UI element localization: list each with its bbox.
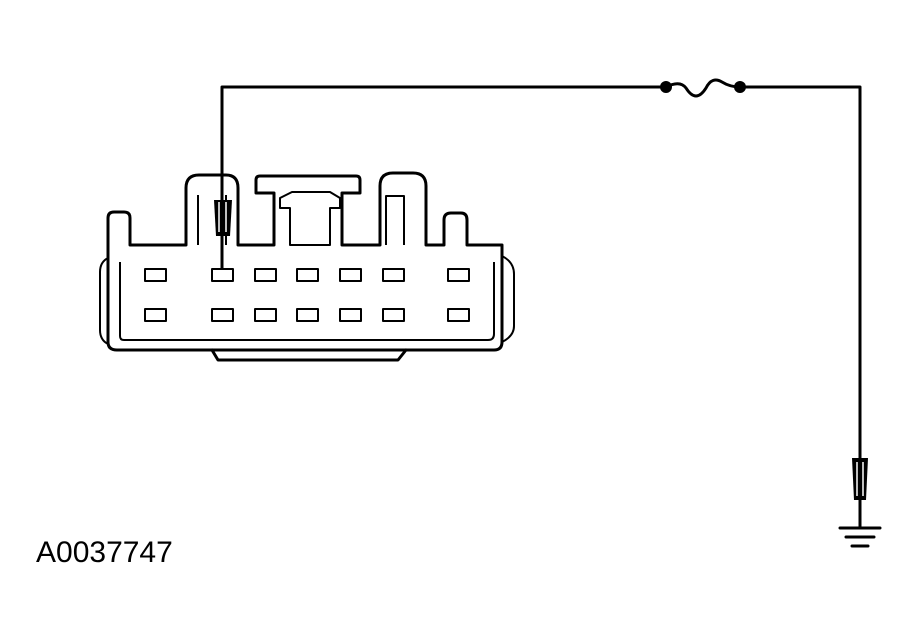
lower-probe-icon: [852, 458, 868, 530]
connector-lock: [279, 191, 341, 246]
connector-icon: [99, 171, 515, 362]
terminal-icon: [447, 268, 470, 282]
connector-bottom-lip: [210, 348, 408, 362]
terminal-icon: [254, 308, 277, 322]
connector-left-latch: [99, 257, 109, 345]
figure-id: A0037747: [36, 536, 173, 569]
terminal-icon: [296, 268, 319, 282]
wire: [220, 85, 668, 270]
ground-icon: [838, 526, 882, 548]
terminal-icon: [296, 308, 319, 322]
terminal-icon: [382, 268, 405, 282]
connector-housing: [106, 171, 504, 352]
terminal-icon: [144, 308, 167, 322]
pin-row-top: [144, 268, 470, 282]
terminal-icon: [339, 308, 362, 322]
terminal-icon: [447, 308, 470, 322]
terminal-icon: [211, 308, 234, 322]
connector-right-latch: [501, 255, 515, 343]
pin-row-bottom: [144, 308, 470, 322]
connector-right-slot: [385, 195, 405, 245]
terminal-icon: [254, 268, 277, 282]
terminal-icon: [339, 268, 362, 282]
terminal-icon: [211, 268, 234, 282]
terminal-icon: [382, 308, 405, 322]
fuse-icon: [660, 78, 746, 98]
wire-right: [738, 85, 862, 464]
connector-face: [119, 262, 495, 341]
terminal-icon: [144, 268, 167, 282]
